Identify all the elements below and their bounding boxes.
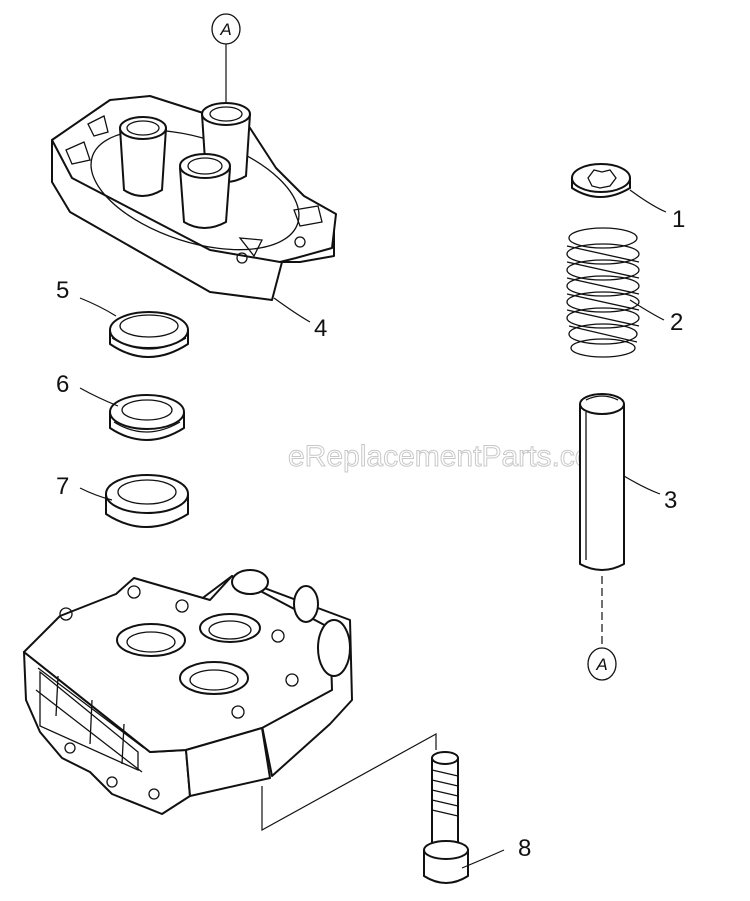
callout-7: 7 [56,473,69,500]
watermark: eReplacementParts.com [288,440,616,473]
callout-8: 8 [518,835,531,862]
callout-6: 6 [56,371,69,398]
svg-text:A: A [219,20,231,39]
part-1-retaining-ring[interactable] [571,163,631,198]
part-3-plunger[interactable] [579,393,625,571]
callout-5: 5 [56,277,69,304]
callout-3: 3 [664,487,677,514]
part-2-spring[interactable] [566,227,640,358]
part-5-seal[interactable] [109,311,189,358]
callout-1: 1 [672,206,685,233]
svg-text:A: A [595,655,607,674]
callout-2: 2 [670,309,683,336]
callout-leaders [79,189,667,869]
callout-4: 4 [314,315,327,342]
reference-mark-a-bottom: A [587,647,617,681]
part-4-manifold-cover[interactable] [51,95,337,301]
reference-mark-a-top: A [211,13,241,45]
valve-housing[interactable] [23,569,353,815]
part-6-seal-ring[interactable] [109,394,185,441]
part-7-support-ring[interactable] [105,474,189,528]
part-8-bolt[interactable] [423,751,469,884]
